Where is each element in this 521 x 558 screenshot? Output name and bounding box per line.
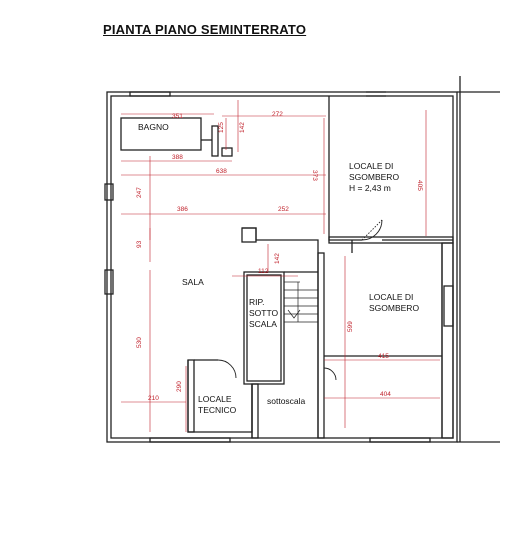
dim-label-373: 373	[311, 170, 318, 181]
dim-label-210: 210	[148, 395, 159, 402]
top-window	[129, 91, 171, 97]
doors	[217, 219, 383, 381]
bottom-window-right	[369, 437, 431, 443]
central-column	[241, 227, 257, 243]
sottoscala-left-wall-thick	[251, 383, 259, 439]
dim-label-272: 272	[272, 111, 283, 118]
rip-sotto-scala-inner	[246, 274, 282, 382]
room-label-sgombero1-height: H = 2,43 m	[349, 183, 391, 193]
room-label-sala: SALA	[182, 277, 204, 287]
dim-label-405: 405	[416, 180, 423, 191]
dim-label-386: 386	[177, 206, 188, 213]
dim-label-388: 388	[172, 154, 183, 161]
bottom-window-left	[149, 437, 231, 443]
room-label-sgombero1-line2: SGOMBERO	[349, 172, 399, 182]
left-window-lower	[104, 269, 114, 295]
dim-label-290: 290	[176, 381, 183, 392]
dim-label-142-mid: 142	[274, 253, 281, 264]
bathroom-column	[211, 125, 219, 157]
dim-label-404: 404	[380, 391, 391, 398]
room-label-sgombero2-line2: SGOMBERO	[369, 303, 419, 313]
room-label-bagno: BAGNO	[138, 122, 169, 132]
dim-label-93: 93	[136, 240, 143, 248]
walls	[104, 76, 500, 443]
dim-label-112: 112	[258, 268, 269, 275]
dim-label-415: 415	[378, 353, 389, 360]
dim-label-351: 351	[172, 113, 183, 120]
stair-arrow	[287, 309, 301, 319]
left-window-upper	[104, 183, 114, 201]
room-label-rip-line2: SOTTO	[249, 308, 279, 318]
dim-label-638: 638	[216, 168, 227, 175]
lower-storage-left-wall-thick	[317, 252, 325, 439]
dim-label-247: 247	[136, 187, 143, 198]
rip-sotto-scala-wall	[243, 271, 285, 385]
storage1-bottom-wall-thick	[328, 236, 454, 244]
dimension-lines	[121, 100, 440, 432]
room-label-sottoscala: sottoscala	[267, 396, 306, 406]
dim-label-530: 530	[136, 337, 143, 348]
door-swing	[361, 219, 383, 241]
bathroom-wall	[120, 117, 202, 151]
dimension-labels: 351 272 125 142 388 638 373 405 247 386 …	[136, 111, 423, 402]
door-swing	[323, 367, 337, 381]
room-label-rip-line1: RIP.	[249, 297, 264, 307]
dim-label-599: 599	[347, 321, 354, 332]
room-label-tecnico-line2: TECNICO	[198, 405, 237, 415]
dim-label-125: 125	[218, 122, 225, 133]
dim-label-252: 252	[278, 206, 289, 213]
room-label-tecnico-line1: LOCALE	[198, 394, 232, 404]
room-label-sgombero1-line1: LOCALE DI	[349, 161, 393, 171]
room-label-sgombero2-line1: LOCALE DI	[369, 292, 413, 302]
right-window	[443, 285, 454, 327]
plan-title: PIANTA PIANO SEMINTERRATO	[103, 22, 307, 37]
locale-tecnico-left-wall	[187, 359, 195, 433]
dim-label-142-top: 142	[239, 122, 246, 133]
stairs	[284, 281, 318, 323]
room-labels: BAGNO SALA LOCALE DI SGOMBERO H = 2,43 m…	[138, 122, 419, 415]
door-swing	[217, 359, 237, 379]
outer-wall-outer-face	[106, 91, 458, 443]
room-label-rip-line3: SCALA	[249, 319, 277, 329]
outer-wall-inner-face	[110, 95, 454, 439]
small-column	[221, 147, 233, 157]
lower-storage-right-wall	[441, 242, 454, 439]
